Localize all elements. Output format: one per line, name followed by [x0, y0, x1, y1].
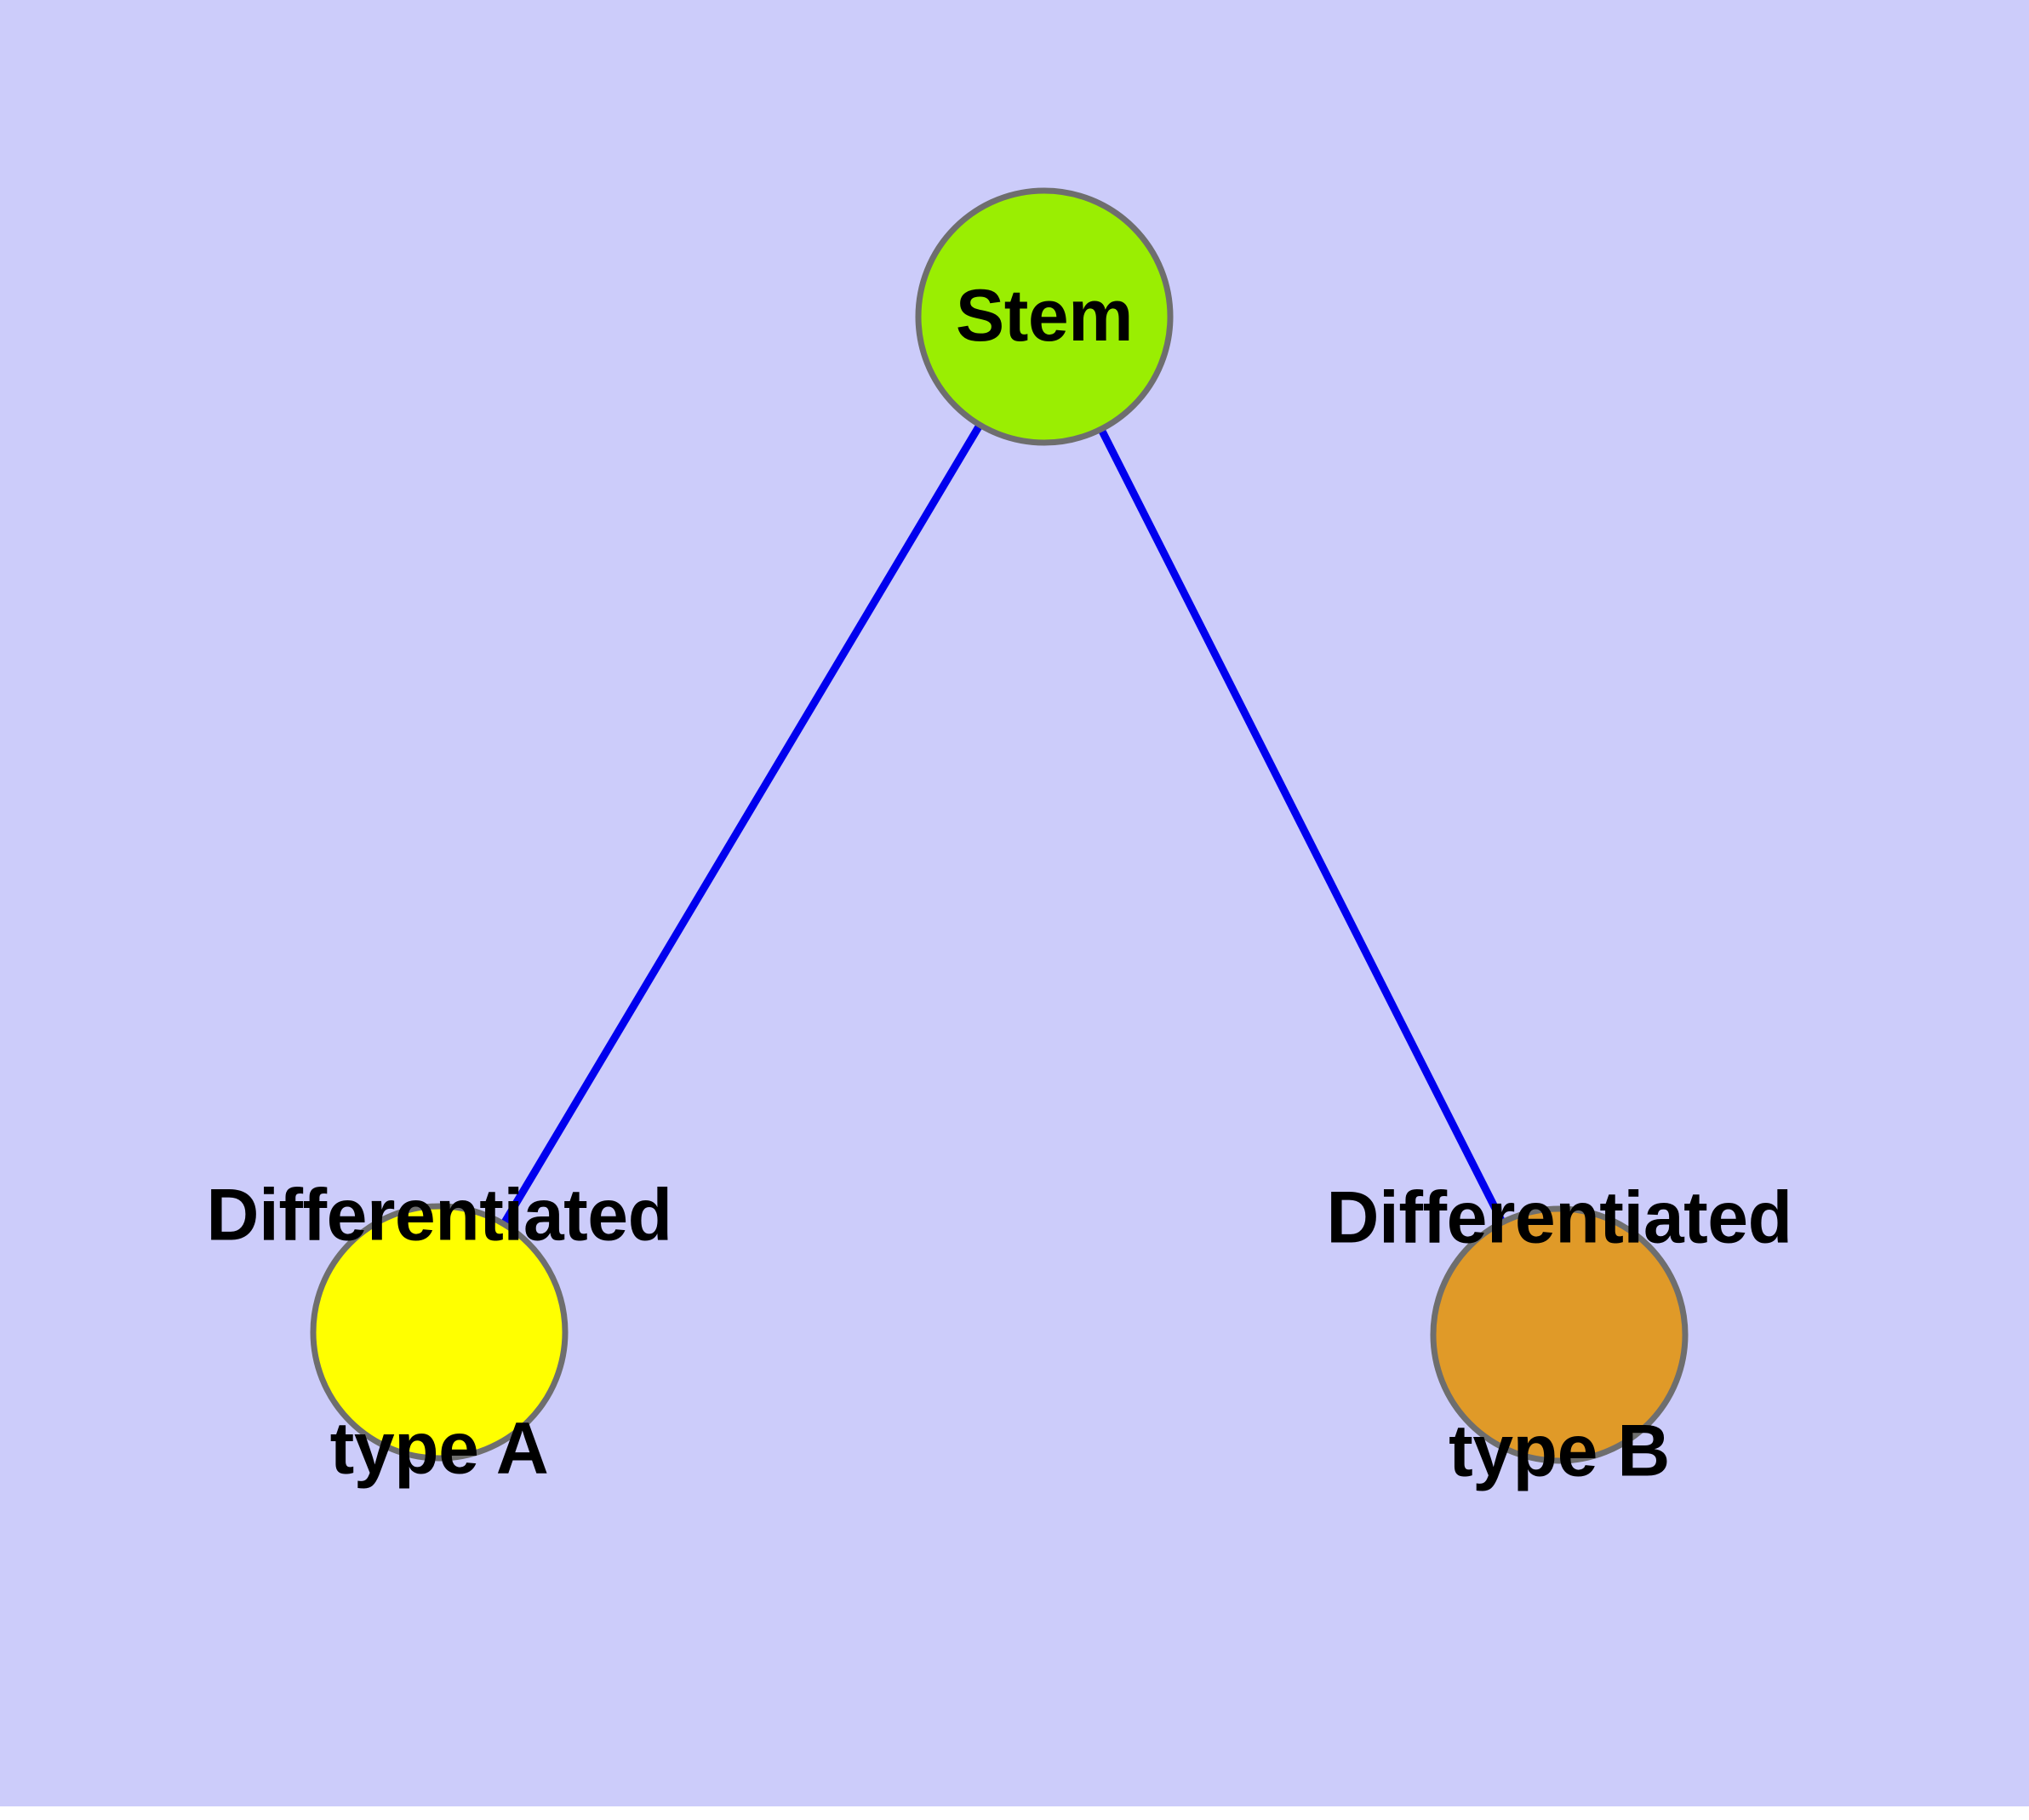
edge-stem-to-differentiated-type-b: [1040, 314, 1563, 1337]
node-stem[interactable]: [915, 187, 1174, 446]
nodes-layer: [310, 187, 1689, 1464]
edge-stem-to-differentiated-type-a: [436, 314, 1048, 1335]
node-differentiated-type-a[interactable]: [310, 1203, 569, 1462]
edges-layer: [436, 314, 1563, 1337]
node-differentiated-type-b[interactable]: [1430, 1205, 1689, 1464]
